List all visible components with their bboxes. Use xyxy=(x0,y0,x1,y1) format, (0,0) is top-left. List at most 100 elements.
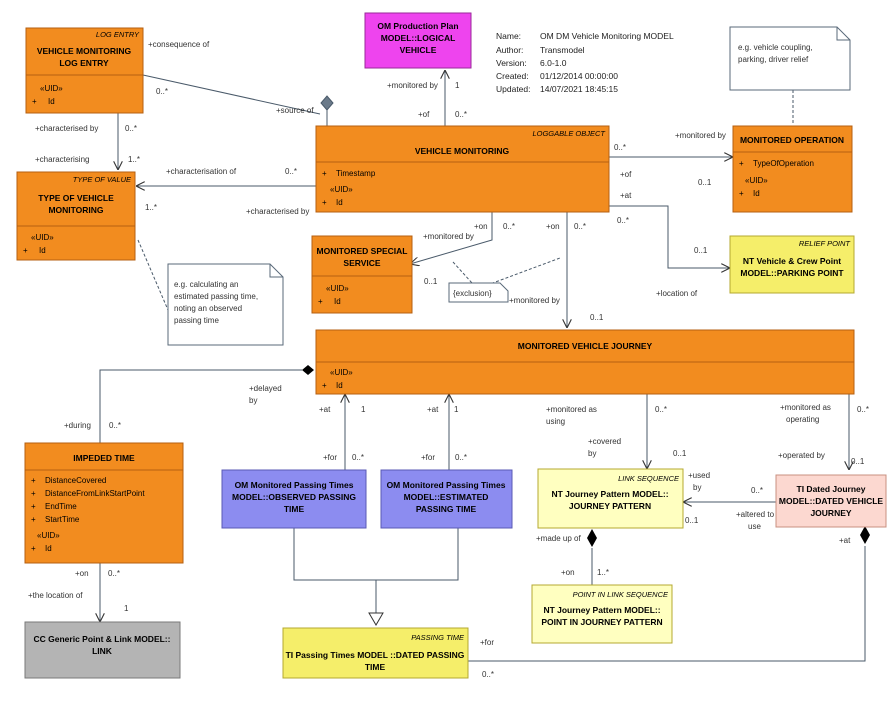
role-label: use xyxy=(748,522,761,531)
svg-text:+: + xyxy=(31,544,36,553)
multiplicity: 0..1 xyxy=(685,516,699,525)
class-impeded-time[interactable]: IMPEDED TIME + DistanceCovered + Distanc… xyxy=(24,442,184,564)
attribute: Id xyxy=(39,246,46,255)
role-label: +monitored as xyxy=(780,403,831,412)
class-om-production-plan[interactable]: OM Production Plan MODEL::LOGICAL VEHICL… xyxy=(364,12,472,69)
class-title: POINT IN JOURNEY PATTERN xyxy=(541,617,662,627)
class-title: MODEL::DATED VEHICLE xyxy=(779,496,884,506)
note-line: parking, driver relief xyxy=(738,55,809,64)
role-label: +characterising xyxy=(35,155,89,164)
class-relief-point[interactable]: RELIEF POINT NT Vehicle & Crew Point MOD… xyxy=(729,235,855,294)
class-generic-link[interactable]: CC Generic Point & Link MODEL:: LINK xyxy=(24,621,181,679)
class-estimated-passing-time[interactable]: OM Monitored Passing Times MODEL::ESTIMA… xyxy=(380,469,513,529)
role-label: +made up of xyxy=(536,534,581,543)
multiplicity: 1 xyxy=(454,405,459,414)
role-label: +consequence of xyxy=(148,40,210,49)
meta-block: Name: OM DM Vehicle Monitoring MODEL Aut… xyxy=(496,31,674,94)
note-line: passing time xyxy=(174,316,219,325)
attribute: StartTime xyxy=(45,515,80,524)
comp-diamond-linkseq xyxy=(587,529,597,547)
multiplicity: 0..1 xyxy=(590,313,604,322)
connectors xyxy=(99,70,866,662)
exclusion-label: {exclusion} xyxy=(453,289,492,298)
multiplicity: 0..* xyxy=(574,222,586,231)
meta-version-label: Version: xyxy=(496,58,527,68)
role-label: +characterised by xyxy=(246,207,309,216)
note-passing-time: e.g. calculating an estimated passing ti… xyxy=(167,263,284,346)
class-title: SERVICE xyxy=(343,258,380,268)
svg-text:+: + xyxy=(739,159,744,168)
class-type-of-vehicle-monitoring[interactable]: TYPE OF VALUE TYPE OF VEHICLE MONITORING… xyxy=(16,171,136,261)
stereotype: POINT IN LINK SEQUENCE xyxy=(573,590,669,599)
multiplicity: 0..* xyxy=(857,405,869,414)
role-label: operating xyxy=(786,415,819,424)
class-monitored-vehicle-journey[interactable]: MONITORED VEHICLE JOURNEY «UID» + Id xyxy=(315,329,855,395)
multiplicity: 1 xyxy=(124,604,129,613)
class-title: LINK xyxy=(92,646,113,656)
link-vm-special xyxy=(410,212,493,264)
class-journey-pattern[interactable]: LINK SEQUENCE NT Journey Pattern MODEL::… xyxy=(537,468,684,529)
agg-diamond-vm xyxy=(320,95,334,111)
role-label: +characterised by xyxy=(35,124,98,133)
note-line: noting an observed xyxy=(174,304,242,313)
svg-text:+: + xyxy=(322,381,327,390)
stereotype: LOG ENTRY xyxy=(96,30,140,39)
class-title: MONITORED OPERATION xyxy=(740,135,844,145)
uid-marker: «UID» xyxy=(40,84,63,93)
class-title: JOURNEY xyxy=(810,508,851,518)
multiplicity: 0..* xyxy=(352,453,364,462)
class-observed-passing-time[interactable]: OM Monitored Passing Times MODEL::OBSERV… xyxy=(221,469,367,529)
svg-text:+: + xyxy=(322,169,327,178)
meta-name-value: OM DM Vehicle Monitoring MODEL xyxy=(540,31,674,41)
role-label: +source of xyxy=(276,106,314,115)
multiplicity: 0..* xyxy=(455,453,467,462)
multiplicity: 0..* xyxy=(655,405,667,414)
class-title: CC Generic Point & Link MODEL:: xyxy=(34,634,171,644)
role-label: +monitored by xyxy=(675,131,726,140)
class-title: TI Passing Times MODEL ::DATED PASSING xyxy=(286,650,465,660)
gen-estimated xyxy=(376,528,459,581)
stereotype: PASSING TIME xyxy=(411,633,465,642)
class-title: OM Monitored Passing Times xyxy=(387,480,506,490)
svg-text:+: + xyxy=(322,198,327,207)
role-label: +monitored as xyxy=(546,405,597,414)
attribute: DistanceCovered xyxy=(45,476,106,485)
class-title: MODEL::ESTIMATED xyxy=(404,492,489,502)
multiplicity: 0..1 xyxy=(851,457,865,466)
association-labels: +consequence of +source of 0..* +monitor… xyxy=(28,40,869,679)
class-log-entry[interactable]: LOG ENTRY VEHICLE MONITORING LOG ENTRY «… xyxy=(25,27,144,114)
role-label: +on xyxy=(474,222,488,231)
class-dated-passing-time[interactable]: PASSING TIME TI Passing Times MODEL ::DA… xyxy=(282,627,469,679)
role-label: +location of xyxy=(656,289,698,298)
class-title: MODEL::PARKING POINT xyxy=(740,268,844,278)
class-title: NT Vehicle & Crew Point xyxy=(743,256,841,266)
role-label: +the location of xyxy=(28,591,83,600)
link-passing-dated xyxy=(468,546,866,662)
meta-created-label: Created: xyxy=(496,71,529,81)
comp-diamond-journey xyxy=(302,365,314,375)
role-label: +on xyxy=(546,222,560,231)
class-title: TIME xyxy=(284,504,305,514)
stereotype: LOGGABLE OBJECT xyxy=(532,129,606,138)
uid-marker: «UID» xyxy=(326,284,349,293)
multiplicity: 0..* xyxy=(482,670,494,679)
role-label: +of xyxy=(620,170,632,179)
role-label: +monitored by xyxy=(423,232,474,241)
meta-author-value: Transmodel xyxy=(540,45,585,55)
gen-observed xyxy=(293,528,376,581)
link-journey-impeded xyxy=(99,369,302,443)
attribute: TypeOfOperation xyxy=(753,159,814,168)
role-label: +covered xyxy=(588,437,621,446)
class-title: TIME xyxy=(365,662,386,672)
class-point-in-journey-pattern[interactable]: POINT IN LINK SEQUENCE NT Journey Patter… xyxy=(531,584,673,644)
class-monitored-operation[interactable]: MONITORED OPERATION + TypeOfOperation «U… xyxy=(732,125,853,213)
multiplicity: 1..* xyxy=(128,155,140,164)
class-dated-vehicle-journey[interactable]: TI Dated Journey MODEL::DATED VEHICLE JO… xyxy=(775,474,887,528)
class-vehicle-monitoring[interactable]: LOGGABLE OBJECT VEHICLE MONITORING + Tim… xyxy=(315,125,610,213)
link-vm-relief xyxy=(609,205,730,268)
class-monitored-special-service[interactable]: MONITORED SPECIAL SERVICE «UID» + Id xyxy=(311,235,413,314)
role-label: +on xyxy=(561,568,575,577)
uid-marker: «UID» xyxy=(745,176,768,185)
role-label: +monitored by xyxy=(387,81,438,90)
attribute: Id xyxy=(48,97,55,106)
